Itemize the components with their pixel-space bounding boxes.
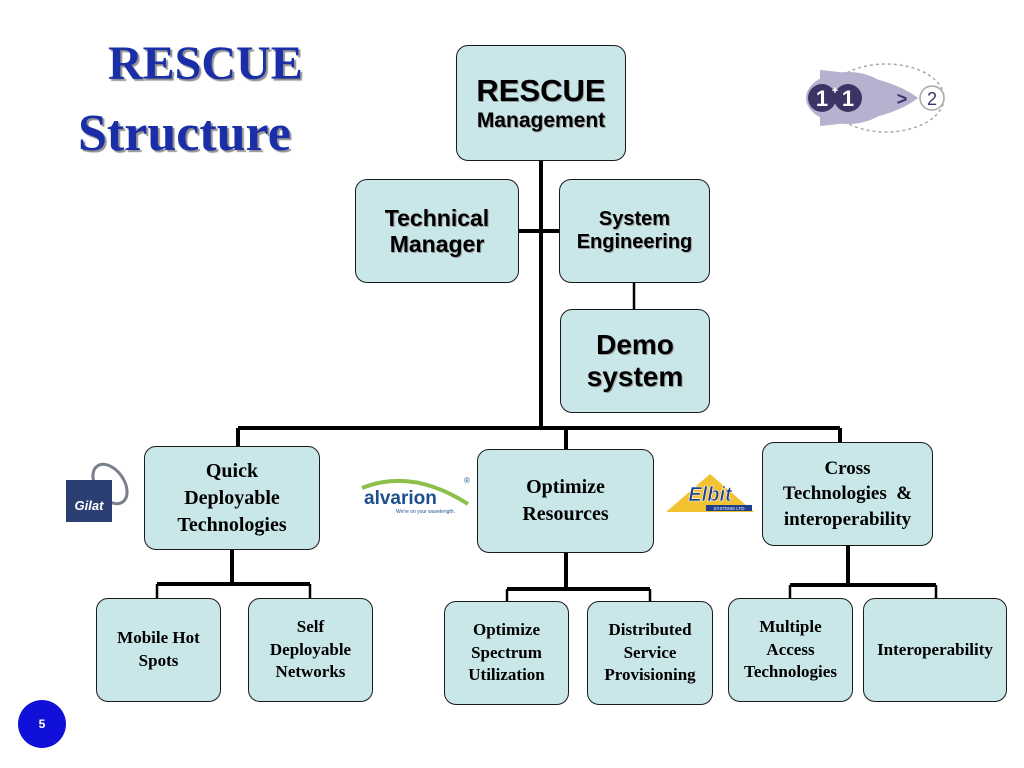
cross-technologies-box: Cross Technologies & interoperability [762, 442, 933, 546]
box-label: Cross [824, 457, 871, 479]
box-label: Utilization [468, 665, 545, 685]
box-label: Distributed [608, 619, 692, 639]
synergy-digit: 1 [816, 86, 828, 111]
box-label: Technologies [744, 662, 837, 682]
box-label: Optimize [526, 476, 605, 498]
box-label: Self [296, 616, 325, 636]
box-label: Access [766, 639, 815, 659]
optimize-spectrum-box: Optimize Spectrum Utilization [444, 601, 569, 705]
alvarion-registered-mark: ® [464, 476, 470, 485]
box-label: interoperability [783, 508, 912, 530]
elbit-subtitle: SYSTEMS LTD [714, 506, 746, 511]
distributed-service-box: Distributed Service Provisioning [587, 601, 713, 705]
gilat-logo: Gilat [66, 462, 129, 522]
box-label: Mobile Hot [117, 628, 200, 648]
rescue-management-box: RESCUE Management [456, 45, 626, 161]
box-label: Demo [596, 328, 674, 360]
technical-manager-box: Technical Manager [355, 179, 519, 283]
box-label: Resources [522, 503, 609, 525]
elbit-logo-text: Elbit [688, 484, 733, 506]
synergy-result: 2 [927, 89, 937, 109]
box-label: Interoperability [877, 639, 993, 659]
elbit-logo: Elbit SYSTEMS LTD [666, 474, 754, 512]
slide-title-line1: RESCUE [108, 37, 303, 90]
box-label: Spots [138, 651, 179, 670]
page-number-badge: 5 [18, 700, 66, 748]
multiple-access-box: Multiple Access Technologies [728, 598, 853, 702]
alvarion-logo-text: alvarion [364, 488, 437, 509]
quick-deployable-box: Quick Deployable Technologies [144, 446, 320, 550]
system-engineering-box: System Engineering [559, 179, 710, 283]
synergy-logo: 1 + 1 > 2 [806, 63, 945, 133]
box-label: system [586, 361, 684, 392]
box-label: Service [623, 642, 677, 662]
synergy-plus: + [832, 85, 838, 97]
box-label: Engineering [576, 231, 693, 253]
box-label: Multiple [759, 616, 822, 636]
page-number: 5 [38, 717, 46, 731]
box-label: Quick [205, 459, 259, 482]
mobile-hot-spots-box: Mobile Hot Spots [96, 598, 221, 702]
box-label: Deployable [269, 639, 352, 659]
interoperability-box: Interoperability [863, 598, 1007, 702]
box-label: Provisioning [604, 665, 696, 685]
gilat-logo-text: Gilat [75, 498, 105, 513]
box-label: Optimize [472, 619, 541, 639]
alvarion-logo: alvarion We're on your wavelength. ® [361, 476, 470, 515]
optimize-resources-box: Optimize Resources [477, 449, 654, 553]
box-label: Networks [275, 662, 346, 682]
demo-system-box: Demo system [560, 309, 710, 413]
box-label: Technologies & [782, 483, 913, 505]
box-label: RESCUE [476, 73, 606, 109]
box-label: Deployable [184, 486, 280, 509]
synergy-gt: > [897, 89, 908, 109]
slide-title-line2: Structure [78, 105, 291, 162]
box-label: Technologies [177, 513, 287, 536]
self-deployable-box: Self Deployable Networks [248, 598, 373, 702]
box-label: System [598, 208, 671, 230]
alvarion-tagline: We're on your wavelength. [396, 509, 455, 515]
box-label: Spectrum [471, 642, 542, 662]
box-label: Technical [384, 204, 490, 231]
box-label: Management [476, 108, 606, 132]
box-label: Manager [389, 231, 485, 257]
synergy-digit: 1 [842, 86, 854, 111]
